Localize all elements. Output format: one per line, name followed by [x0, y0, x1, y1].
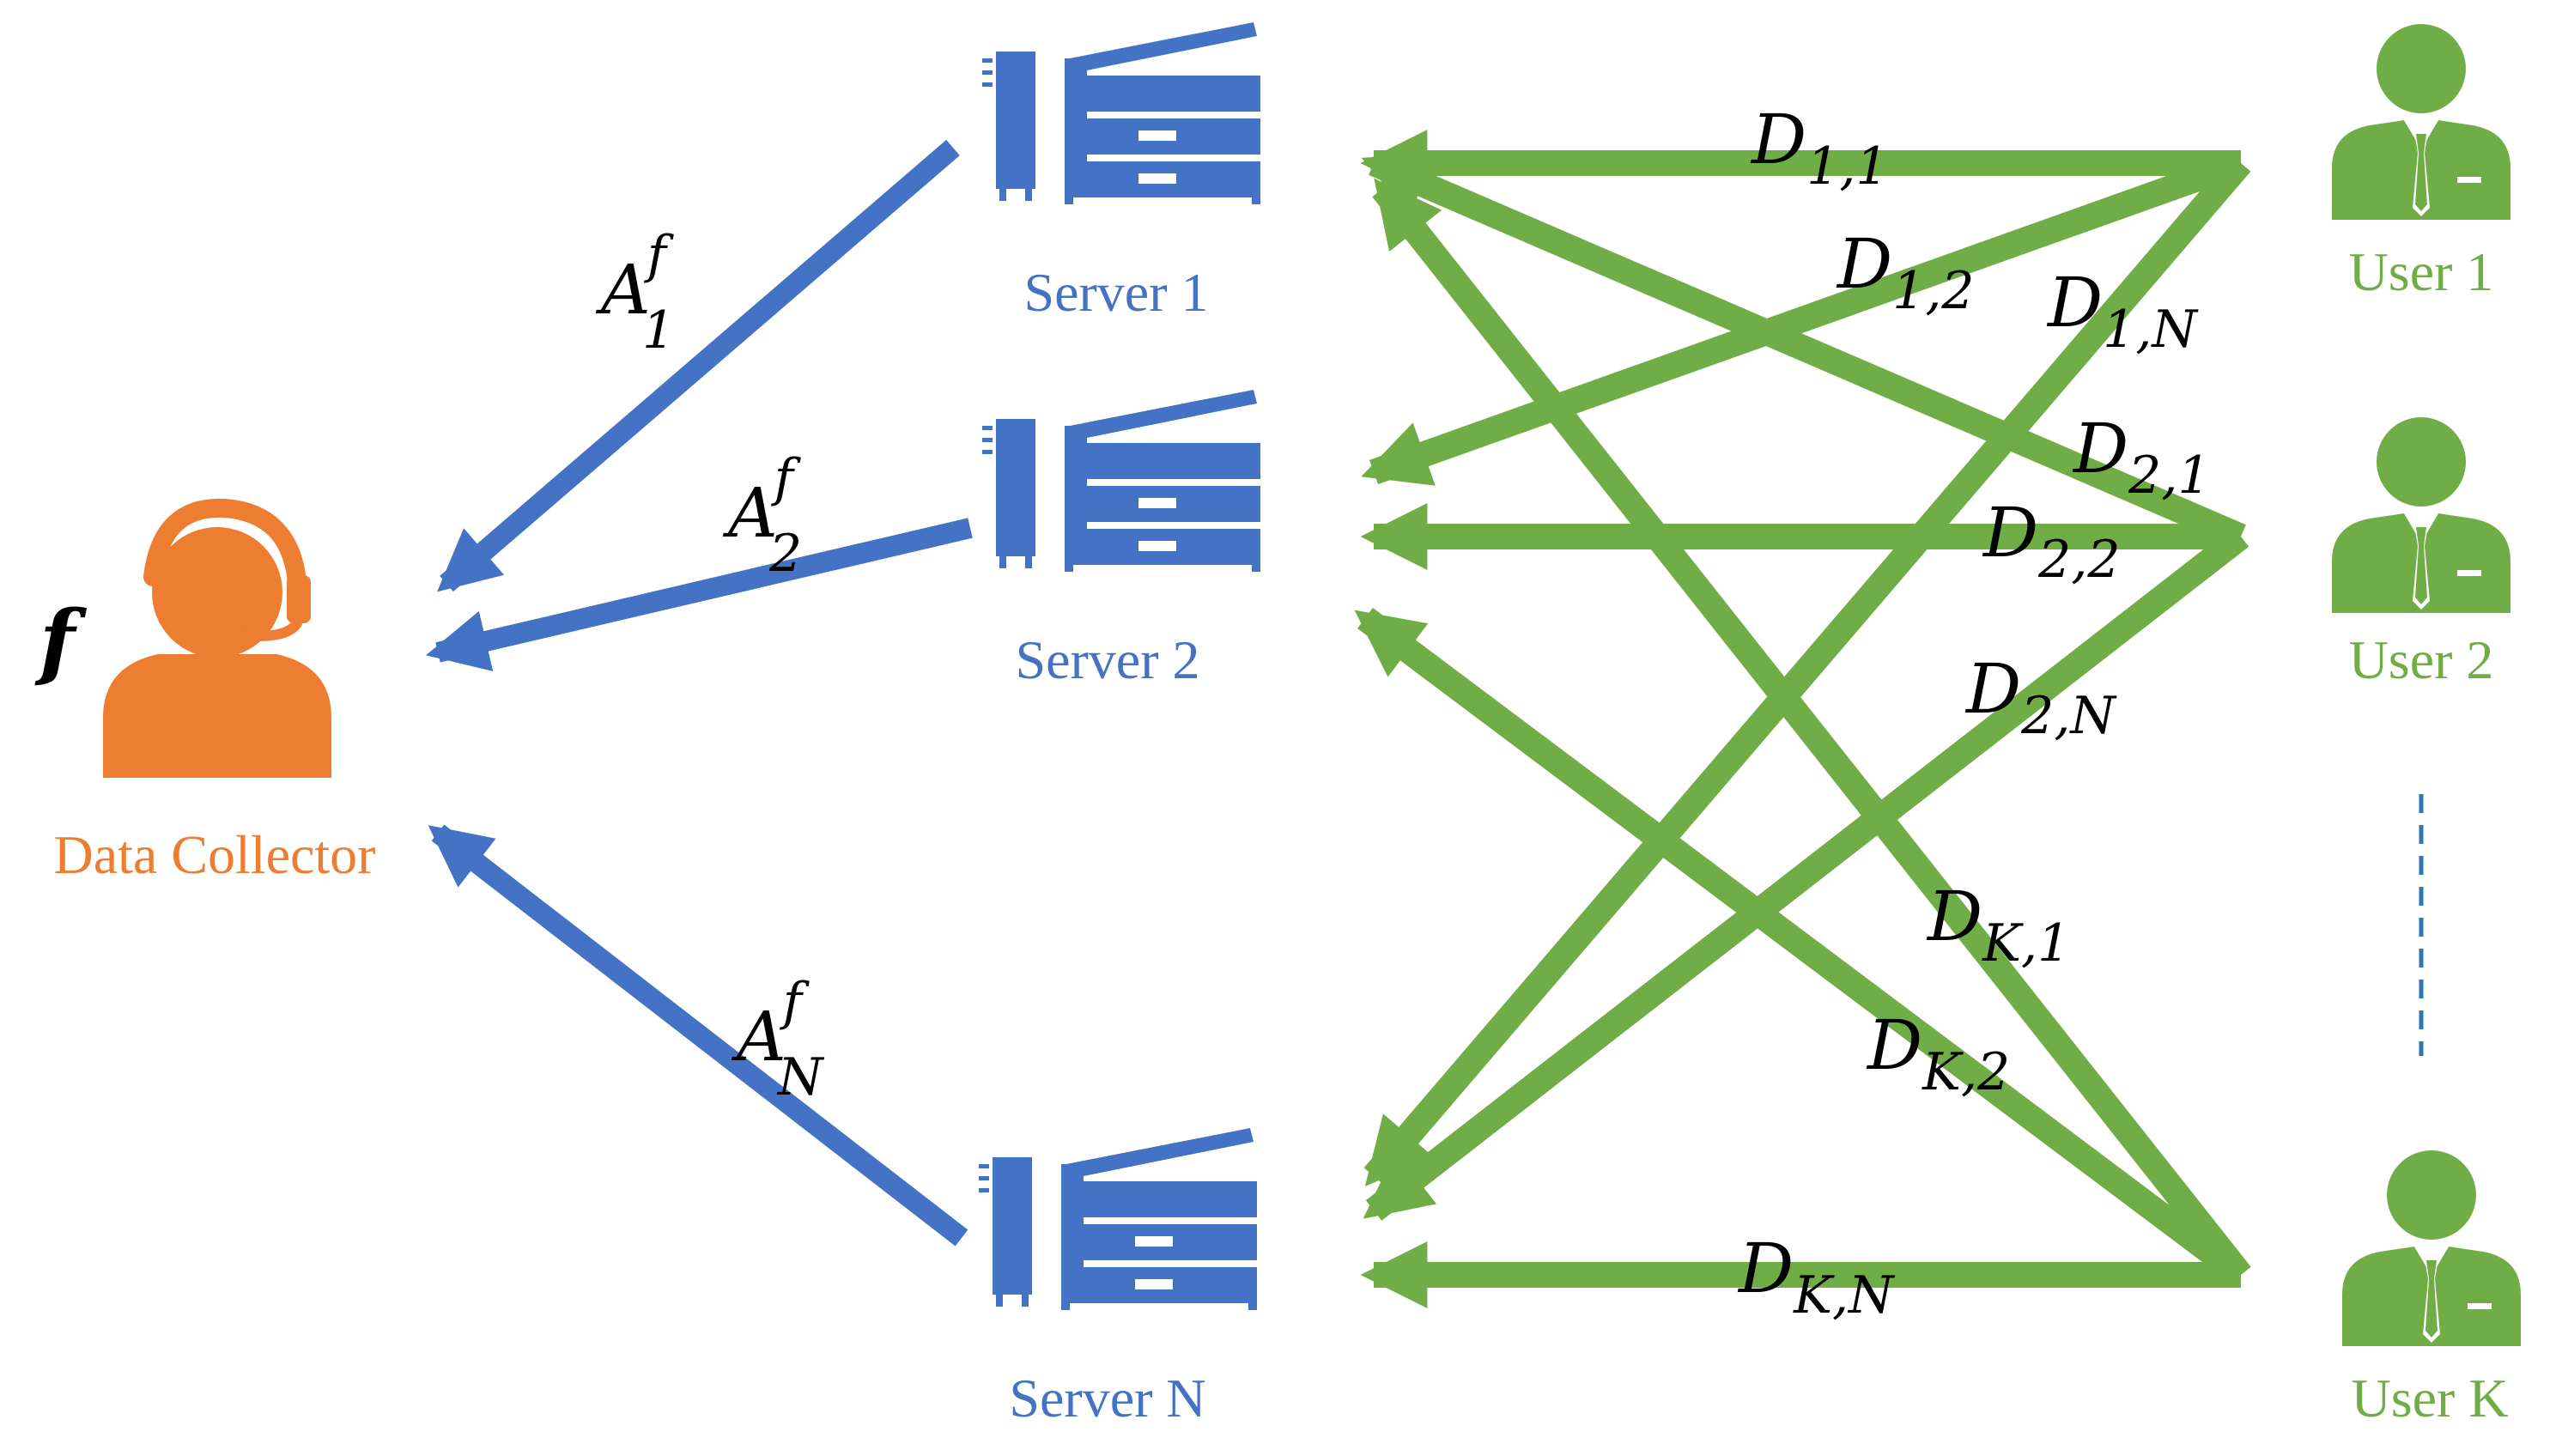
server-copier-icon — [979, 1128, 1257, 1310]
server-n-label: Server N — [1009, 1368, 1205, 1429]
server-n-node — [979, 1128, 1257, 1310]
user-k-node — [2342, 1150, 2521, 1346]
server-2-label: Server 2 — [1015, 629, 1199, 690]
user-2-node — [2332, 417, 2510, 613]
link-user1-server2 — [1361, 150, 2246, 486]
collector-function-symbol: f — [34, 592, 88, 689]
server-2-node — [982, 390, 1260, 572]
link-user2-serverN — [1363, 526, 2249, 1221]
link-label-1-n: D1,N — [2046, 263, 2199, 360]
link-user2-server1 — [1361, 151, 2246, 549]
link-label-2-1: D2,1 — [2072, 409, 2211, 506]
user-tie-icon — [2332, 24, 2510, 220]
link-user1-serverN — [1363, 155, 2251, 1186]
link-label-2-2: D2,2 — [1982, 493, 2121, 590]
server-copier-icon — [982, 390, 1260, 572]
link-label-k-n: DK,N — [1737, 1228, 1896, 1326]
server-1-label: Server 1 — [1023, 262, 1208, 323]
link-label-2-n: D2,N — [1964, 649, 2117, 746]
user-server-links — [1354, 130, 2251, 1308]
user-1-label: User 1 — [2349, 241, 2494, 302]
collector-label: Data Collector — [54, 824, 376, 885]
headset-person-icon — [103, 498, 331, 778]
answer-server1 — [437, 139, 960, 592]
data-collector-node: f Data Collector — [34, 498, 376, 885]
answer-serverN — [428, 824, 968, 1247]
answer-server2 — [425, 518, 973, 671]
link-label-k-1: DK,1 — [1926, 877, 2070, 974]
user-2-label: User 2 — [2349, 629, 2494, 690]
link-userK-server2 — [1354, 608, 2249, 1285]
link-label-k-2: DK,2 — [1866, 1005, 2010, 1102]
user-tie-icon — [2342, 1150, 2521, 1346]
link-userK-server1 — [1372, 178, 2251, 1283]
server-copier-icon — [982, 22, 1260, 204]
server-collector-answers — [425, 139, 973, 1247]
user-1-node — [2332, 24, 2510, 220]
link-label-1-2: D1,2 — [1836, 224, 1975, 321]
user-tie-icon — [2332, 417, 2510, 613]
link-label-1-1: D1,1 — [1750, 100, 1889, 197]
server-1-node — [982, 22, 1260, 204]
user-k-label: User K — [2351, 1368, 2508, 1429]
